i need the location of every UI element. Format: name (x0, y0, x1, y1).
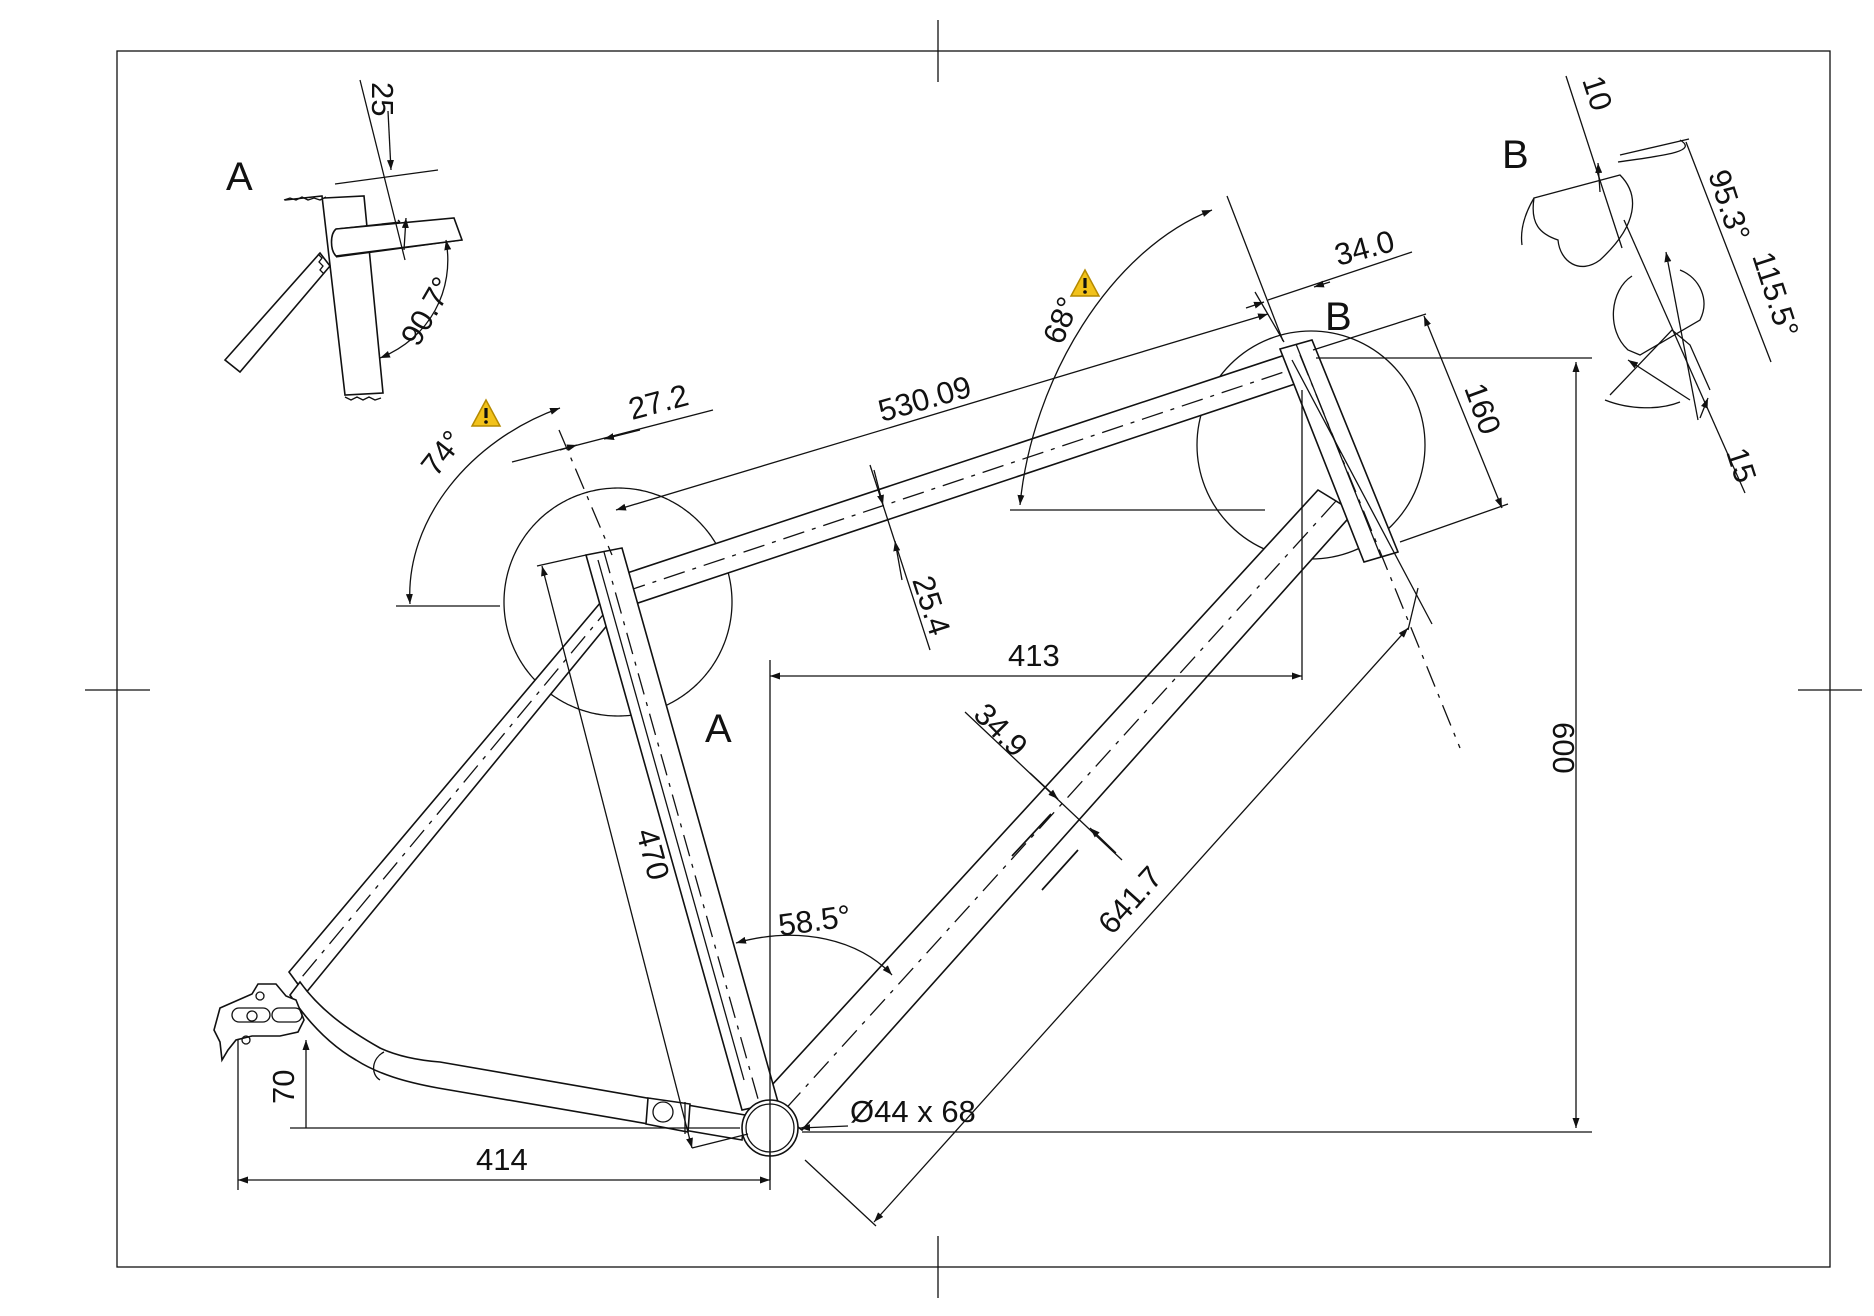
dim-a-offset: 25 (365, 82, 400, 116)
dim-b-angle-1: 95.3° (1701, 165, 1757, 245)
dim-chainstay: 414 (476, 1142, 528, 1177)
down-tube (758, 488, 1356, 1132)
seat-stay (287, 594, 620, 996)
dim-head-tube-len: 160 (1457, 378, 1508, 439)
dim-b-offset-top: 10 (1575, 71, 1619, 115)
dim-head-angle: 68° (1036, 292, 1086, 349)
dim-b-angle-2: 115.5° (1745, 247, 1805, 341)
view-label-a-top: A (226, 155, 253, 199)
detail-view-b (1520, 75, 1772, 494)
view-label-b-top: B (1502, 133, 1529, 177)
dim-top-tube-len: 530.09 (874, 369, 975, 429)
rear-dropout (213, 983, 305, 1063)
detail-view-a (223, 79, 464, 401)
dim-a-angle: 90.7° (394, 271, 461, 351)
head-tube (1226, 195, 1461, 749)
dim-down-tube-dia: 34.9 (967, 696, 1034, 763)
dim-seat-angle: 74° (414, 424, 470, 482)
dim-bb-drop: 70 (266, 1070, 301, 1104)
dim-head-tube-dia: 34.0 (1331, 223, 1398, 272)
chain-stay (289, 980, 746, 1141)
warning-icon (470, 398, 502, 427)
dim-seat-down-angle: 58.5° (776, 898, 853, 943)
view-label-a-main: A (705, 707, 732, 751)
view-label-b-main: B (1325, 295, 1352, 339)
dim-bb-shell: Ø44 x 68 (850, 1094, 976, 1129)
dim-down-tube-len: 641.7 (1091, 860, 1169, 941)
dim-seatpost-dia: 27.2 (625, 377, 692, 426)
dim-reach: 413 (1008, 638, 1060, 673)
dimension-lines (237, 209, 1592, 1227)
warning-icon (1069, 268, 1101, 297)
seat-tube (558, 429, 779, 1111)
dim-stack: 600 (1546, 722, 1581, 774)
sheet-border (85, 20, 1862, 1298)
dim-top-tube-dia: 25.4 (905, 571, 957, 639)
